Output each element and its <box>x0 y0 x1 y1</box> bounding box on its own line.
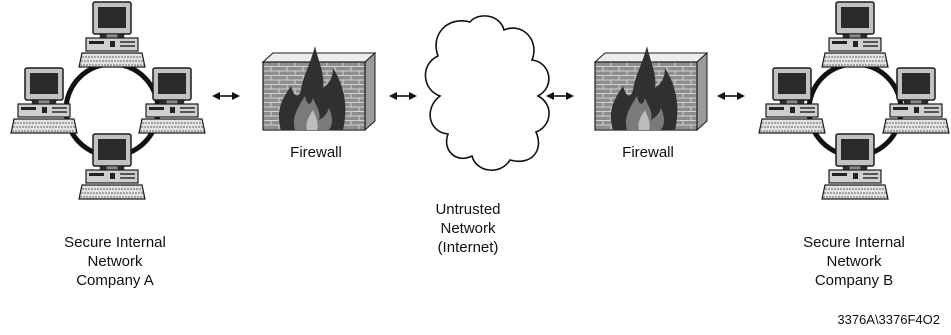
computer-icon <box>821 1 889 68</box>
ring-network-b <box>758 1 950 200</box>
firewall-label-b: Firewall <box>622 144 674 161</box>
company-a-line3: Company A <box>76 272 154 289</box>
company-b-line3: Company B <box>814 272 894 289</box>
computer-icon <box>882 67 950 134</box>
company-b-line2: Network <box>826 253 882 270</box>
cloud-label-line2: Network <box>440 220 496 237</box>
company-a-line1: Secure Internal <box>64 234 166 251</box>
ring-network-a <box>10 1 206 200</box>
figure-id: 3376A\3376F4O2 <box>837 312 940 327</box>
firewall-label-a: Firewall <box>290 144 342 161</box>
cloud-icon <box>424 15 550 171</box>
double-arrow-icon <box>211 91 241 101</box>
untrusted-network-label: Untrusted Network (Internet) <box>408 200 528 257</box>
company-a-label: Secure Internal Network Company A <box>25 233 205 290</box>
company-b-line1: Secure Internal <box>803 234 905 251</box>
computer-icon <box>138 67 206 134</box>
double-arrow-icon <box>716 91 746 101</box>
firewall-icon <box>262 45 376 131</box>
computer-icon <box>78 1 146 68</box>
double-arrow-icon <box>545 91 575 101</box>
computer-icon <box>821 133 889 200</box>
firewall-icon <box>594 45 708 131</box>
cloud-label-line3: (Internet) <box>437 239 499 256</box>
company-b-label: Secure Internal Network Company B <box>764 233 944 290</box>
cloud-label-line1: Untrusted <box>435 201 501 218</box>
company-a-line2: Network <box>87 253 143 270</box>
computer-icon <box>758 67 826 134</box>
computer-icon <box>78 133 146 200</box>
double-arrow-icon <box>388 91 418 101</box>
